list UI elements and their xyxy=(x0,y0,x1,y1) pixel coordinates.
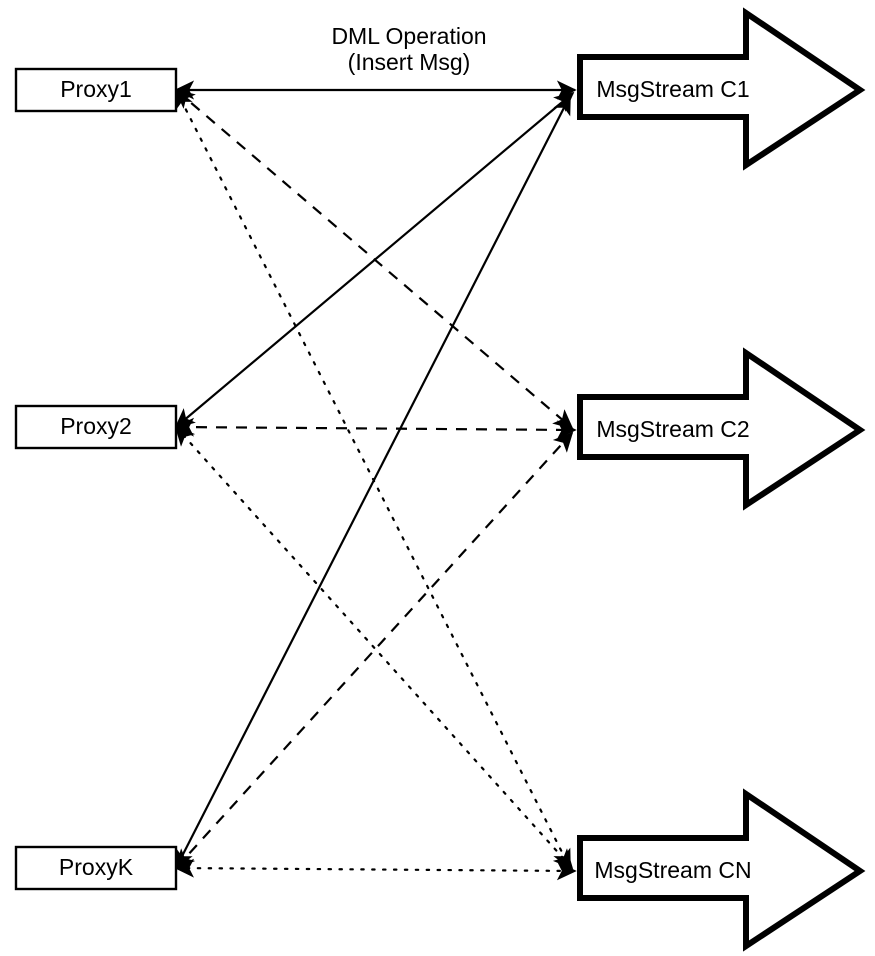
edge-line-dotted xyxy=(174,858,577,881)
proxy-label: ProxyK xyxy=(59,854,134,880)
edge-line-dashed xyxy=(174,417,577,440)
msgstream-label: MsgStream C2 xyxy=(596,416,749,442)
proxy-label: Proxy2 xyxy=(60,413,132,439)
dml-operation-label-line2: (Insert Msg) xyxy=(348,49,471,75)
msgstream-block-arrow-shape[interactable] xyxy=(577,7,866,171)
proxy-node-proxy1[interactable]: Proxy1 xyxy=(14,67,178,113)
edge-line-dashed xyxy=(174,431,574,870)
dml-operation-annotation: DML Operation (Insert Msg) xyxy=(331,23,486,75)
edge-proxy2-to-c2 xyxy=(174,417,577,440)
proxy-box[interactable] xyxy=(14,67,178,113)
msgstream-label: MsgStream C1 xyxy=(596,76,749,102)
msgstream-node-stream-cn[interactable]: MsgStream CN xyxy=(577,788,866,952)
proxy-box[interactable] xyxy=(14,845,178,891)
msgstream-node-stream-c1[interactable]: MsgStream C1 xyxy=(577,7,866,171)
proxy-label: Proxy1 xyxy=(60,76,132,102)
proxy-box[interactable] xyxy=(14,404,178,450)
msgstream-nodes-layer: MsgStream C1 MsgStream C2 MsgStream CN xyxy=(577,7,866,952)
edge-proxyk-to-c2 xyxy=(174,431,574,870)
edge-proxyk-to-cn xyxy=(174,858,577,881)
msgstream-block-arrow-shape[interactable] xyxy=(577,788,866,952)
proxy-node-proxyk[interactable]: ProxyK xyxy=(14,845,178,891)
msgstream-node-stream-c2[interactable]: MsgStream C2 xyxy=(577,347,866,511)
msgstream-block-arrow-shape[interactable] xyxy=(577,347,866,511)
proxy-node-proxy2[interactable]: Proxy2 xyxy=(14,404,178,450)
msgstream-label: MsgStream CN xyxy=(594,857,751,883)
dml-operation-label-line1: DML Operation xyxy=(331,23,486,49)
edges-layer xyxy=(174,80,577,881)
